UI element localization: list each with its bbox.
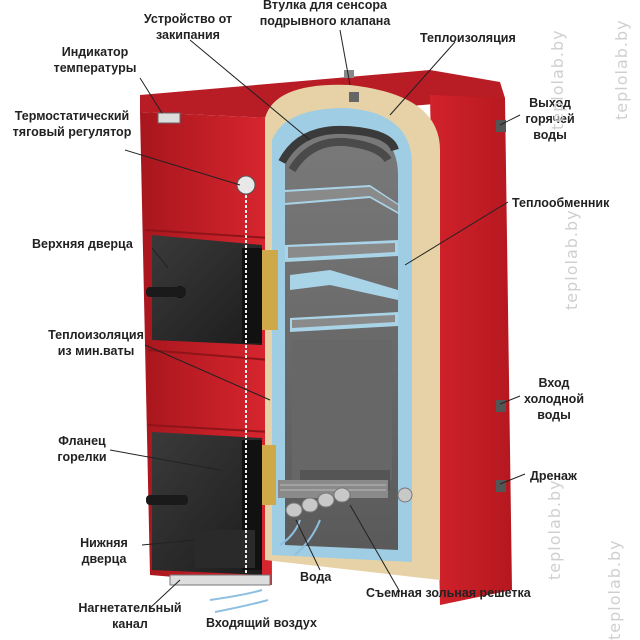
firebox (292, 340, 392, 480)
hot-water-pipe (496, 120, 506, 132)
label-insulation-top: Теплоизоляция (420, 31, 516, 45)
watermark: teplolab.by (545, 479, 564, 580)
label-ash-grate: Съемная зольная решетка (366, 586, 531, 600)
ash-grate (278, 480, 413, 518)
drain-pipe (496, 480, 506, 492)
anti-boil-coil (278, 125, 399, 165)
lower-door (146, 432, 276, 575)
label-hot-water-outlet: Выход горячей воды (525, 96, 575, 142)
label-incoming-air: Входящий воздух (206, 616, 317, 630)
label-upper-door: Верхняя дверца (32, 237, 133, 251)
label-mineral-wool: Теплоизоляция из мин.ваты (48, 328, 144, 358)
thermo-regulator-knob (236, 175, 256, 195)
boiler-right-panel (430, 95, 512, 605)
leader-lines (109, 29, 526, 609)
watermark: teplolab.by (612, 19, 631, 120)
label-temperature-indicator: Индикатор температуры (53, 45, 137, 75)
label-anti-boil-device: Устройство от закипания (143, 12, 233, 42)
label-cold-water-inlet: Вход холодной воды (523, 376, 585, 422)
watermark: teplolab.by (605, 539, 624, 640)
watermark: teplolab.by (548, 29, 567, 130)
air-flow-arrows (209, 519, 321, 613)
label-sensor-sleeve: Втулка для сенсора подрывного клапана (259, 0, 391, 28)
label-drain: Дренаж (530, 469, 577, 483)
label-heat-exchanger: Теплообменник (512, 196, 610, 210)
label-thermo-regulator: Термостатический тяговый регулятор (12, 109, 132, 139)
cold-water-pipe (496, 400, 506, 412)
label-lower-door: Нижняя дверца (80, 536, 128, 566)
watermark: teplolab.by (562, 209, 581, 310)
label-blower-channel: Нагнетательный канал (78, 601, 182, 631)
temperature-indicator (157, 112, 181, 124)
upper-door (146, 235, 278, 345)
label-water: Вода (300, 570, 332, 584)
label-burner-flange: Фланец горелки (57, 434, 107, 464)
